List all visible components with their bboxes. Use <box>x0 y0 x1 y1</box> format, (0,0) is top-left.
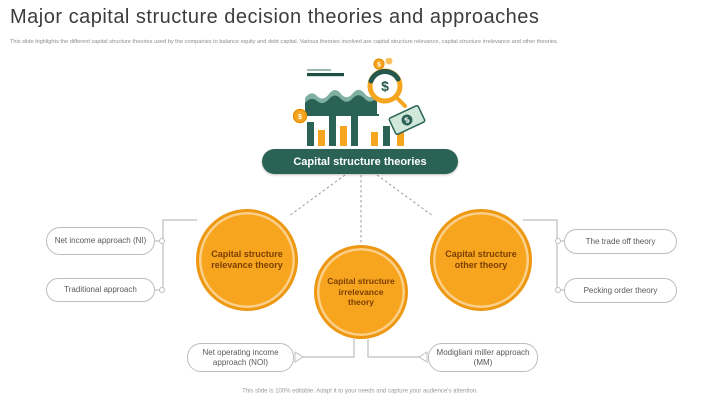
page-subtitle: This slide highlights the different capi… <box>10 38 559 45</box>
approach-box-traditional: Traditional approach <box>46 278 155 302</box>
svg-text:$: $ <box>403 115 411 125</box>
approach-box-modigliani-miller: Modigliani miller approach (MM) <box>428 343 538 372</box>
center-banner: Capital structure theories <box>262 149 458 174</box>
finance-analysis-illustration: $ $ $ $ <box>293 58 426 146</box>
area-chart-icon <box>305 89 379 116</box>
approach-box-trade-off: The trade off theory <box>564 229 677 254</box>
svg-text:$: $ <box>377 63 381 69</box>
magnifier-dollar-icon: $ <box>367 68 407 108</box>
report-lines-icon <box>307 69 344 77</box>
theory-circle-other: Capital structure other theory <box>430 209 532 311</box>
svg-text:$: $ <box>381 78 389 94</box>
theory-circle-irrelevance: Capital structure irrelevance theory <box>314 245 408 339</box>
banknote-icon: $ <box>388 104 426 136</box>
approach-box-pecking-order: Pecking order theory <box>564 278 677 303</box>
bar-chart-icon <box>307 108 404 146</box>
coin-icon: $ <box>293 108 308 124</box>
footer-note: This slide is 100% editable. Adapt it to… <box>242 387 478 394</box>
coin-icon: $ <box>373 58 393 70</box>
svg-text:$: $ <box>298 114 302 121</box>
dotted-link <box>288 174 434 243</box>
theory-circle-relevance: Capital structure relevance theory <box>196 209 298 311</box>
approach-box-net-income: Net income approach (NI) <box>46 227 155 255</box>
page-title: Major capital structure decision theorie… <box>10 6 540 28</box>
approach-box-net-operating-income: Net operating income approach (NOI) <box>187 343 294 372</box>
